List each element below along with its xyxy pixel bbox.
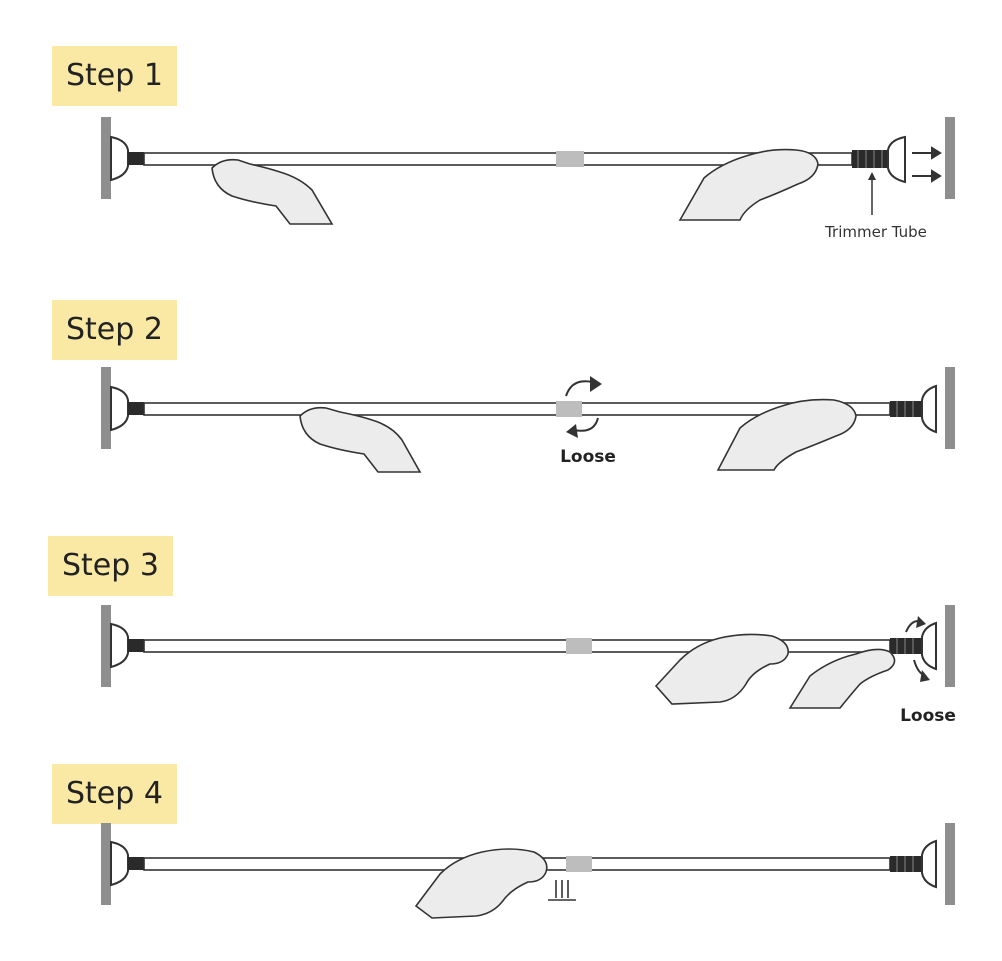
hand-right-icon [678, 148, 819, 221]
step-4-badge: Step 4 [52, 764, 177, 824]
hand-middle-icon [414, 848, 548, 919]
step-1-badge: Step 1 [52, 46, 177, 106]
suction-cup-left-icon [110, 135, 129, 182]
push-arrow-icon [912, 146, 942, 183]
rod-joint [566, 638, 592, 654]
suction-cup-left-icon [110, 840, 129, 887]
step-2-diagram: Loose [101, 367, 955, 473]
suction-cup-right-icon [921, 621, 937, 671]
suction-cup-right-icon [921, 384, 937, 434]
rod-joint [556, 401, 582, 417]
suction-cup-left-icon [110, 622, 129, 669]
hand-left-icon [211, 158, 334, 225]
hand-right-icon [788, 648, 896, 709]
step-3-diagram: Loose [101, 605, 956, 726]
ground-icon [548, 880, 576, 901]
wall-right-icon [945, 823, 955, 905]
loose-label: Loose [900, 706, 956, 726]
loose-label: Loose [560, 447, 616, 467]
wall-left-icon [101, 367, 111, 449]
rod-joint [556, 151, 584, 167]
wall-left-icon [101, 117, 111, 199]
wall-right-icon [945, 367, 955, 449]
suction-cup-left-icon [110, 385, 129, 432]
hand-left-icon [299, 406, 422, 473]
step-1-diagram: Trimmer Tube [101, 117, 955, 241]
wall-left-icon [101, 823, 111, 905]
hand-right-icon [716, 398, 857, 471]
hand-middle-icon [654, 633, 789, 705]
rod-joint [566, 856, 592, 872]
rotate-arrow-icon [565, 380, 599, 432]
trimmer-tube-icon [890, 638, 922, 654]
wall-left-icon [101, 605, 111, 687]
wall-right-icon [945, 605, 955, 687]
trimmer-tube-icon [890, 401, 922, 417]
suction-cup-right-icon [921, 839, 937, 889]
step-2-badge: Step 2 [52, 300, 177, 360]
step-3-badge: Step 3 [48, 536, 173, 596]
trimmer-tube-icon [852, 150, 888, 168]
suction-cup-right-icon [887, 135, 906, 184]
trimmer-tube-icon [890, 856, 922, 872]
wall-right-icon [945, 117, 955, 199]
trimmer-tube-label: Trimmer Tube [824, 223, 927, 241]
